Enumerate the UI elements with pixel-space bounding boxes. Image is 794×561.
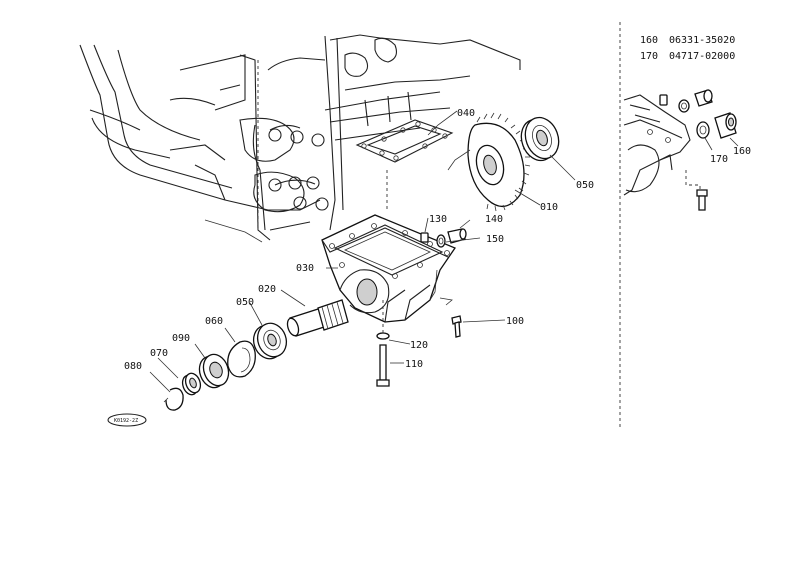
bearing-upper xyxy=(520,116,560,162)
reference-row: 160 06331-35020 xyxy=(640,35,735,46)
callout-160: 160 xyxy=(733,146,751,157)
callout-010: 010 xyxy=(540,202,558,213)
callout-060: 060 xyxy=(205,316,223,327)
collar xyxy=(181,372,202,396)
oil-seal xyxy=(198,353,230,389)
reference-row: 170 04717-02000 xyxy=(640,51,735,62)
callout-030: 030 xyxy=(296,263,314,274)
reference-part-number: 06331-35020 xyxy=(669,35,735,46)
gasket xyxy=(355,119,454,163)
callout-050-upper: 050 xyxy=(576,180,594,191)
callout-140: 140 xyxy=(485,214,503,225)
callout-100: 100 xyxy=(506,316,524,327)
bolt-lower xyxy=(376,344,390,387)
circlip xyxy=(227,340,256,378)
reference-table: 160 06331-35020 170 04717-02000 xyxy=(640,35,735,62)
callout-labels: 040 010 050 030 020 050 060 090 070 080 … xyxy=(124,108,594,372)
callout-110: 110 xyxy=(405,359,423,370)
inset-dowel xyxy=(659,94,668,106)
bearing-lower xyxy=(252,322,288,360)
callout-150: 150 xyxy=(486,234,504,245)
inset-o-ring xyxy=(678,99,690,113)
callout-020: 020 xyxy=(258,284,276,295)
inset-plug-160 xyxy=(714,112,737,139)
callout-070: 070 xyxy=(150,348,168,359)
bolt-upper xyxy=(451,315,462,338)
drawing-code-badge: K0192-2Z xyxy=(107,413,147,427)
callout-050-lower: 050 xyxy=(236,297,254,308)
leader-lines xyxy=(149,110,576,393)
callout-120: 120 xyxy=(410,340,428,351)
reference-number: 160 xyxy=(640,35,658,46)
callout-080: 080 xyxy=(124,361,142,372)
callout-130: 130 xyxy=(429,214,447,225)
snap-ring xyxy=(163,387,184,411)
drawing-code: K0192-2Z xyxy=(114,418,138,424)
washer xyxy=(376,332,390,340)
dowel-pin xyxy=(420,232,429,243)
callout-170: 170 xyxy=(710,154,728,165)
pto-shaft xyxy=(286,299,349,337)
inset-bolt xyxy=(696,189,708,211)
o-ring xyxy=(436,234,446,248)
gear xyxy=(447,112,531,212)
callout-090: 090 xyxy=(172,333,190,344)
inset-plug xyxy=(694,89,713,107)
reference-part-number: 04717-02000 xyxy=(669,51,735,62)
reference-number: 170 xyxy=(640,51,658,62)
inset-seal-washer xyxy=(696,121,710,139)
plug xyxy=(447,228,467,244)
inset-detail: 170 160 xyxy=(623,89,751,211)
callout-040: 040 xyxy=(457,108,475,119)
transmission-housing xyxy=(79,34,521,243)
